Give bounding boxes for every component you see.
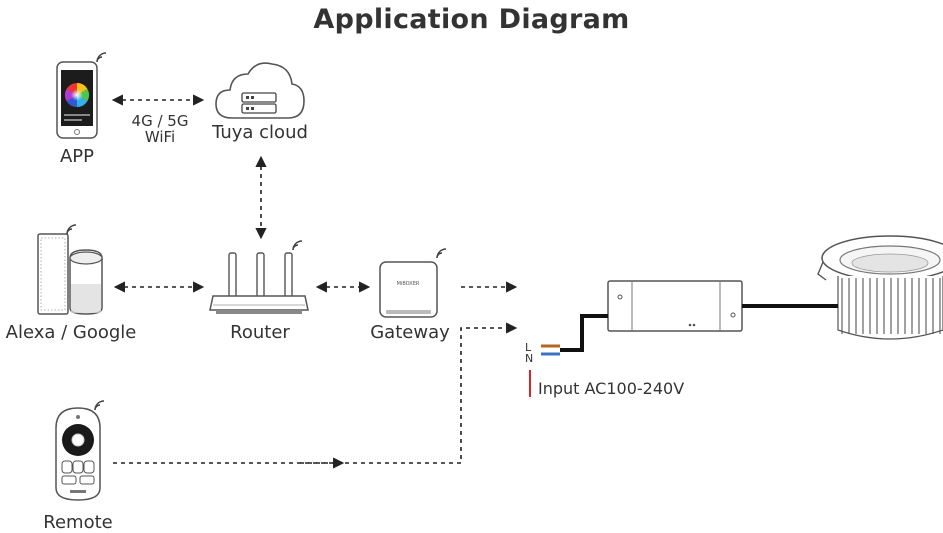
wifi-signal-icon bbox=[96, 52, 107, 63]
remote-control-icon bbox=[55, 400, 105, 501]
terminal-n-label: N bbox=[525, 352, 533, 365]
power-wiring bbox=[529, 304, 838, 397]
router-label: Router bbox=[230, 322, 290, 343]
terminal-l-label: L bbox=[525, 341, 532, 354]
cloud-label: Tuya cloud bbox=[212, 122, 308, 143]
led-driver-icon bbox=[607, 280, 743, 332]
link-label-line2: WiFi bbox=[144, 128, 176, 146]
downlight-icon bbox=[817, 235, 943, 340]
gateway-icon: MiBOXER bbox=[379, 248, 447, 318]
app-label: APP bbox=[59, 146, 95, 167]
gateway-label: Gateway bbox=[370, 322, 450, 343]
smartphone-icon bbox=[56, 52, 107, 139]
power-input-label: Input AC100-240V bbox=[538, 379, 685, 398]
link-remote-driver bbox=[113, 322, 518, 464]
link-label-line1: 4G / 5G bbox=[131, 112, 189, 130]
voice-assistant-label: Alexa / Google bbox=[5, 322, 137, 343]
gateway-brand-label: MiBOXER bbox=[397, 281, 420, 287]
connection-links bbox=[111, 94, 518, 469]
diagram-title: Application Diagram bbox=[313, 4, 630, 35]
remote-label: Remote bbox=[43, 512, 113, 533]
router-icon bbox=[209, 240, 309, 314]
cloud-server-icon bbox=[215, 62, 305, 119]
smart-speaker-icon bbox=[37, 224, 103, 315]
